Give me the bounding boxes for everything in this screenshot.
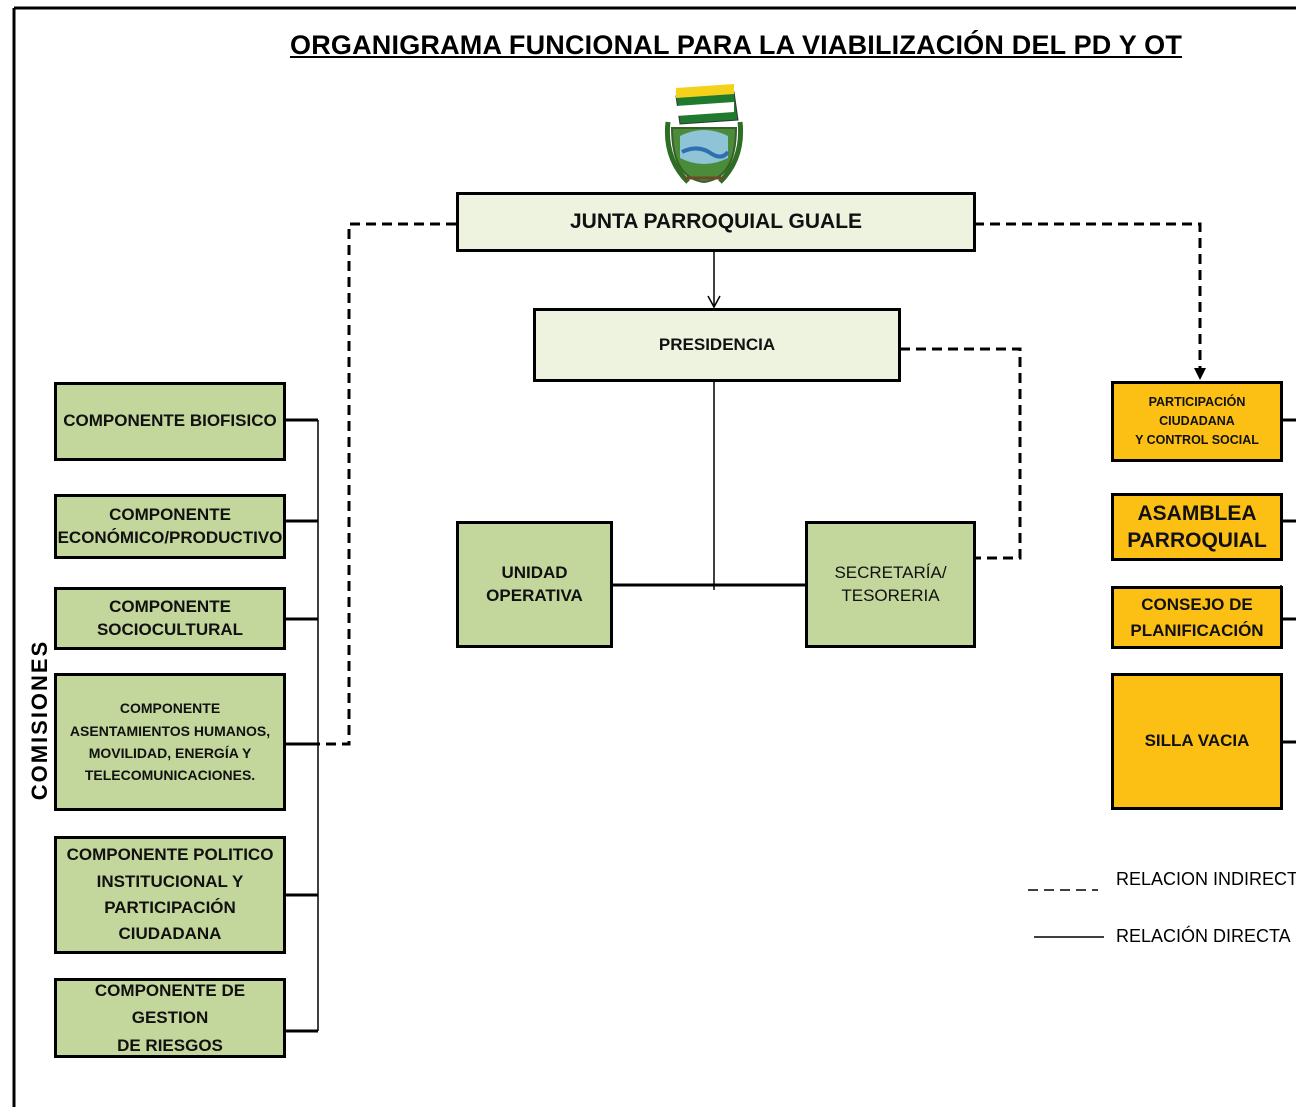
node-consejo-planificacion: CONSEJO DE PLANIFICACIÓN [1111, 586, 1283, 649]
dashed-junta-participacion [974, 222, 1202, 378]
arrow-participacion [1194, 368, 1206, 380]
diagram-title: ORGANIGRAMA FUNCIONAL PARA LA VIABILIZAC… [290, 30, 1183, 60]
legend-indirect-label: RELACION INDIRECTA [1116, 869, 1296, 889]
node-asamblea-parroquial: ASAMBLEA PARROQUIAL [1111, 493, 1283, 561]
node-componente-gestion-riesgos: COMPONENTE DE GESTION DE RIESGOS [54, 978, 286, 1058]
comisiones-label: COMISIONES [27, 639, 52, 801]
node-presidencia: PRESIDENCIA [533, 308, 901, 382]
legend-direct-label: RELACIÓN DIRECTA [1116, 926, 1291, 946]
parish-emblem [664, 84, 744, 184]
node-componente-politico: COMPONENTE POLITICO INSTITUCIONAL Y PART… [54, 836, 286, 954]
node-componente-economico: COMPONENTE ECONÓMICO/PRODUCTIVO [54, 494, 286, 559]
node-participacion-ciudadana: PARTICIPACIÓN CIUDADANA Y CONTROL SOCIAL [1111, 381, 1283, 462]
dashed-junta-comisiones [318, 222, 456, 746]
node-componente-sociocultural: COMPONENTE SOCIOCULTURAL [54, 587, 286, 650]
node-componente-biofisico: COMPONENTE BIOFISICO [54, 382, 286, 461]
arrow-presidencia [707, 295, 721, 309]
node-junta-parroquial: JUNTA PARROQUIAL GUALE [456, 192, 976, 252]
node-secretaria-tesoreria: SECRETARÍA/ TESORERIA [805, 521, 976, 648]
node-silla-vacia: SILLA VACIA [1111, 673, 1283, 810]
dashed-presidencia-secretaria [900, 347, 1022, 560]
node-componente-asentamientos: COMPONENTE ASENTAMIENTOS HUMANOS, MOVILI… [54, 673, 286, 811]
node-unidad-operativa: UNIDAD OPERATIVA [456, 521, 613, 648]
